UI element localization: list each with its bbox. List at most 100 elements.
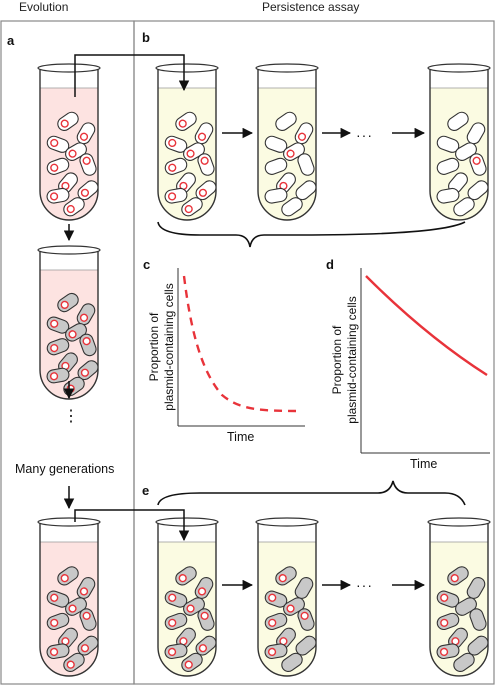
- tube-evolution-2: [37, 245, 101, 400]
- bacterial-cell-icon: [63, 652, 85, 673]
- plasmid-icon: [200, 611, 209, 620]
- ellipsis-e: ···: [356, 577, 373, 593]
- bacterial-cell-icon: [57, 566, 79, 586]
- test-tube-icon: [39, 522, 99, 677]
- test-tube-icon: [429, 68, 489, 221]
- plasmid-icon: [278, 574, 287, 583]
- plasmid-icon: [268, 593, 277, 602]
- bacterial-cell-icon: [46, 643, 70, 660]
- bacterial-cell-icon: [276, 627, 296, 649]
- bacterial-cell-icon: [275, 111, 297, 131]
- bacterial-cell-icon: [194, 122, 214, 145]
- plasmid-icon: [79, 132, 89, 141]
- plasmid-icon: [178, 574, 187, 583]
- ellipsis-b: ···: [356, 127, 373, 143]
- plasmid-icon: [168, 618, 177, 627]
- bacterial-cell-icon: [46, 316, 70, 334]
- bacterial-cell-icon: [58, 627, 78, 649]
- plasmid-icon: [80, 644, 90, 653]
- plasmid-icon: [79, 587, 89, 596]
- bacterial-cell-icon: [275, 566, 297, 586]
- header-persistence-assay: Persistence assay: [262, 0, 360, 14]
- test-tube-icon: [257, 68, 317, 221]
- tube-e-2: [255, 517, 319, 677]
- plasmid-icon: [66, 204, 75, 214]
- plasmid-icon: [82, 156, 91, 165]
- tube-b-2: [255, 63, 319, 221]
- plasmid-icon: [79, 313, 89, 322]
- bacterial-cell-icon: [57, 111, 79, 131]
- tube-evolution-3: [37, 517, 101, 677]
- bacterial-cell-icon: [77, 635, 99, 656]
- header-evolution: Evolution: [19, 0, 69, 14]
- brace-b: [157, 221, 466, 248]
- plasmid-icon: [49, 192, 59, 201]
- bacterial-cell-icon: [467, 635, 489, 656]
- plasmid-icon: [197, 132, 207, 141]
- plasmid-icon: [50, 343, 59, 353]
- plot-d: [360, 268, 490, 454]
- plasmid-icon: [49, 372, 59, 381]
- plot-c-curve: [182, 275, 303, 413]
- bacterial-cell-icon: [175, 111, 197, 131]
- tube-evolution-1: [37, 63, 101, 221]
- plasmid-icon: [286, 149, 295, 158]
- bacterial-cell-icon: [295, 180, 317, 201]
- plasmid-icon: [168, 593, 177, 602]
- bacterial-cell-icon: [264, 643, 288, 660]
- bacterial-cell-icon: [79, 608, 97, 631]
- arrow-transfer-e: [74, 509, 190, 542]
- plasmid-icon: [68, 330, 77, 339]
- tube-rim: [37, 245, 101, 255]
- bacterial-cell-icon: [467, 180, 489, 201]
- bacterial-cell-icon: [175, 566, 197, 586]
- tube-e-3: [427, 517, 491, 677]
- tube-rim: [37, 517, 101, 527]
- bacterial-cell-icon: [181, 197, 203, 217]
- plasmid-icon: [68, 149, 77, 158]
- bacterial-cell-icon: [281, 197, 303, 217]
- bacterial-cell-icon: [469, 153, 487, 176]
- bacterial-cell-icon: [46, 157, 70, 175]
- plasmid-icon: [66, 660, 75, 669]
- tube-rim: [255, 63, 319, 73]
- plasmid-icon: [80, 188, 90, 197]
- brace-e: [157, 480, 466, 506]
- bacterial-cell-icon: [264, 590, 288, 608]
- bacterial-cell-icon: [264, 612, 288, 631]
- bacterial-cell-icon: [79, 153, 97, 176]
- panel-label-c: c: [143, 257, 151, 272]
- plasmid-icon: [184, 204, 193, 214]
- bacterial-cell-icon: [195, 635, 217, 656]
- bacterial-cell-icon: [79, 333, 97, 357]
- bacterial-cell-icon: [195, 180, 217, 201]
- bacterial-cell-icon: [197, 608, 215, 631]
- panel-right-frame: [133, 20, 495, 685]
- bacterial-cell-icon: [76, 577, 96, 599]
- bacterial-cell-icon: [63, 197, 85, 217]
- plasmid-icon: [200, 156, 209, 165]
- bacterial-cell-icon: [164, 187, 188, 204]
- plasmid-icon: [80, 368, 90, 377]
- plot-c-ylabel-line1: Proportion of: [147, 312, 161, 382]
- bacterial-cell-icon: [297, 153, 315, 176]
- tube-rim: [37, 63, 101, 73]
- bacterial-cell-icon: [447, 111, 469, 131]
- plasmid-icon: [167, 192, 177, 201]
- tube-rim: [427, 63, 491, 73]
- test-tube-icon: [39, 68, 99, 221]
- plasmid-icon: [49, 647, 59, 657]
- bacterial-cell-icon: [295, 635, 317, 656]
- bacterial-cell-icon: [176, 627, 196, 649]
- bacterial-cell-icon: [453, 652, 475, 673]
- bacterial-cell-icon: [164, 157, 188, 175]
- plasmid-icon: [50, 163, 59, 172]
- bacterial-cell-icon: [46, 187, 70, 204]
- plasmid-icon: [50, 618, 59, 627]
- bacterial-cell-icon: [264, 157, 288, 175]
- panel-label-a: a: [7, 33, 15, 48]
- tube-rim: [155, 517, 219, 527]
- bacterial-cell-icon: [447, 566, 469, 586]
- plot-c-xlabel: Time: [227, 430, 255, 444]
